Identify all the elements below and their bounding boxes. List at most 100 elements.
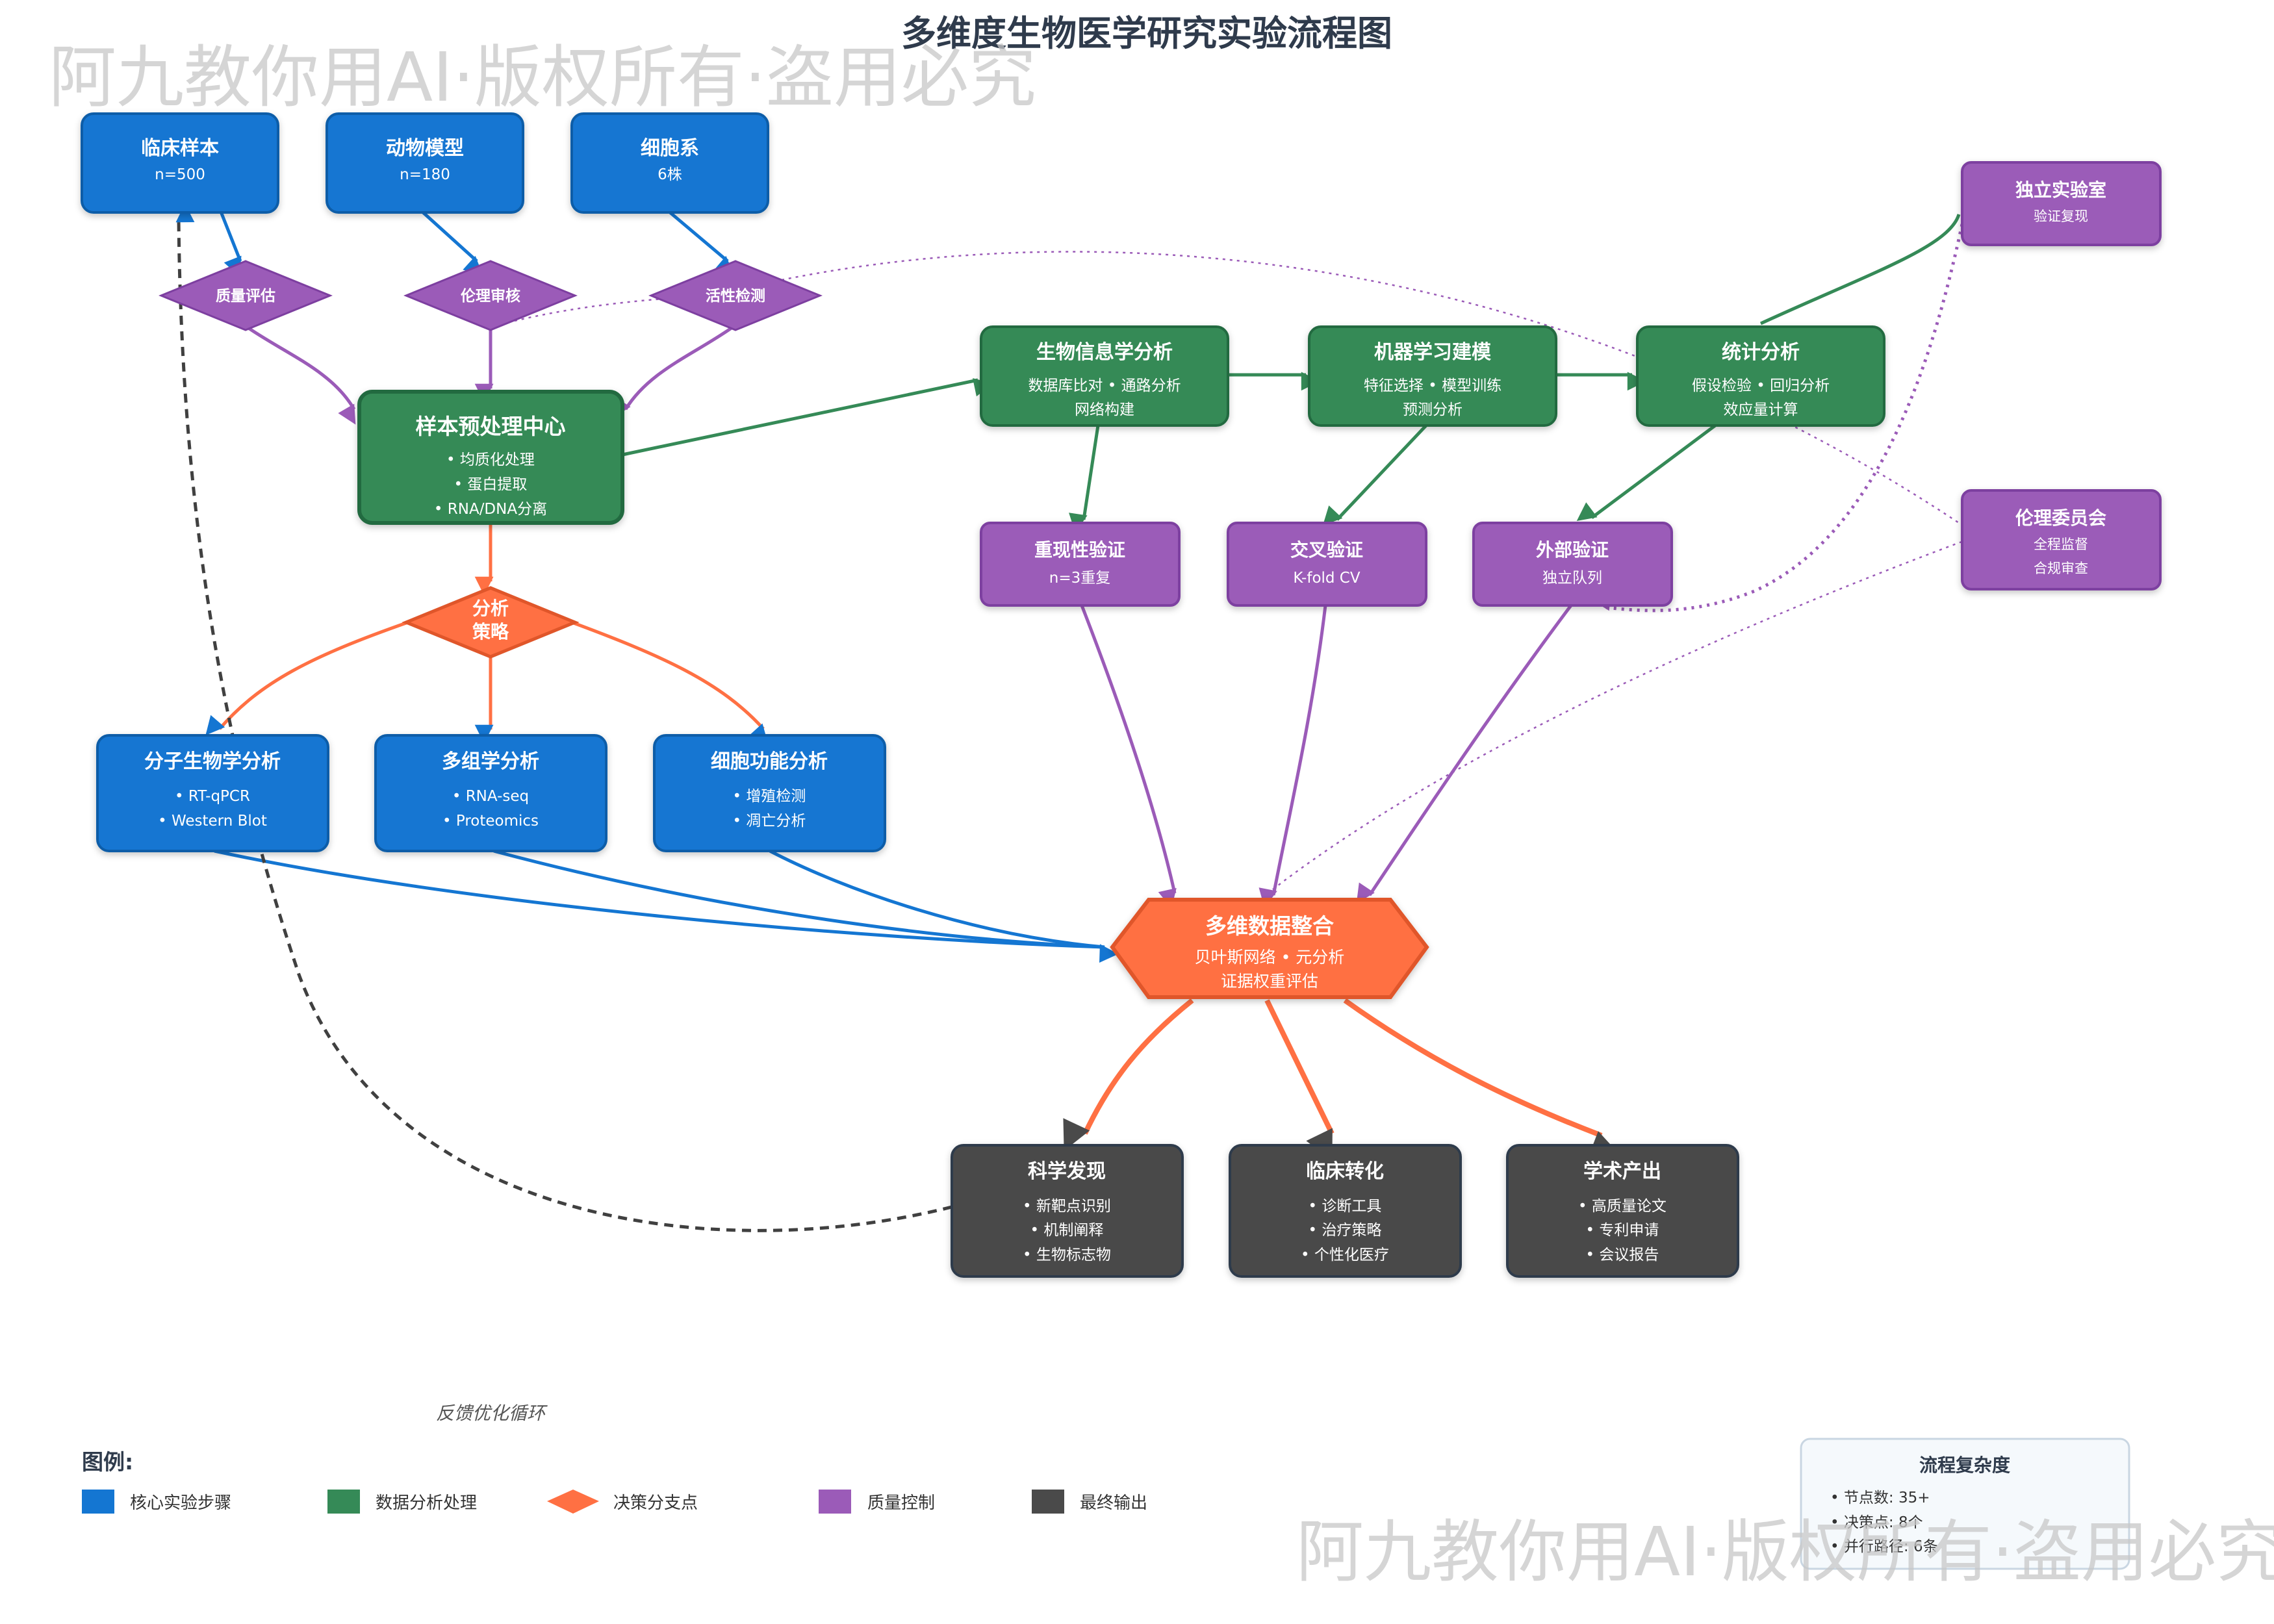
node-rep-title: 重现性验证 xyxy=(1034,539,1125,561)
node-scientific-discovery[interactable]: 科学发现 • 新靶点识别 • 机制阐释 • 生物标志物 xyxy=(951,1144,1184,1278)
node-molecular-biology[interactable]: 分子生物学分析 • RT-qPCR • Western Blot xyxy=(96,734,329,852)
diamond-quality-assessment[interactable]: 质量评估 xyxy=(159,260,333,331)
node-rep-sub: n=3重复 xyxy=(1049,570,1110,587)
edge-strategy-cell xyxy=(571,620,769,744)
complexity-panel: 流程复杂度 • 节点数: 35+ • 决策点: 8个 • 并行路径: 6条 xyxy=(1800,1438,2130,1570)
node-reproducibility[interactable]: 重现性验证 n=3重复 xyxy=(980,522,1181,607)
node-clinical-translation[interactable]: 临床转化 • 诊断工具 • 治疗策略 • 个性化医疗 xyxy=(1229,1144,1462,1278)
node-sci-line-2: • 机制阐释 xyxy=(1030,1222,1104,1239)
watermark-bottom: 阿九教你用AI·版权所有·盗用必究 xyxy=(1296,1512,2274,1592)
node-ethics-committee[interactable]: 伦理委员会 全程监督 合规审查 xyxy=(1961,489,2162,590)
edge-integ-clin xyxy=(1264,999,1335,1161)
legend-item-core: 核心实验步骤 xyxy=(130,1493,231,1513)
legend-swatch-dark xyxy=(1032,1490,1064,1514)
edge-clinical-qc1 xyxy=(219,211,242,277)
edge-cell-integ xyxy=(769,849,1105,949)
node-clinical-sub: n=500 xyxy=(155,166,205,183)
legend: 图例: 核心实验步骤 数据分析处理 决策分支点 质量控制 最终输出 xyxy=(82,1449,1147,1514)
connectors xyxy=(175,203,1969,1232)
edge-qc3-center xyxy=(613,324,735,418)
node-academic-output[interactable]: 学术产出 • 高质量论文 • 专利申请 • 会议报告 xyxy=(1506,1144,1739,1278)
node-cross-validation[interactable]: 交叉验证 K-fold CV xyxy=(1227,522,1427,607)
node-cellfn-line-1: • 增殖检测 xyxy=(733,788,806,805)
node-ext-sub: 独立队列 xyxy=(1542,570,1602,587)
node-clin-line-3: • 个性化医疗 xyxy=(1301,1247,1389,1263)
diamond-activity-test[interactable]: 活性检测 xyxy=(648,260,823,331)
node-omics-title: 多组学分析 xyxy=(442,750,539,773)
node-preprocessing-center[interactable]: 样本预处理中心 • 均质化处理 • 蛋白提取 • RNA/DNA分离 xyxy=(357,390,624,525)
node-center-title: 样本预处理中心 xyxy=(416,414,566,439)
node-ext-title: 外部验证 xyxy=(1536,539,1609,561)
node-ethics-title: 伦理委员会 xyxy=(2015,507,2106,529)
edge-mol-integ xyxy=(214,849,1119,963)
node-sci-title: 科学发现 xyxy=(1028,1160,1106,1183)
node-bioinformatics[interactable]: 生物信息学分析 数据库比对 • 通路分析 网络构建 xyxy=(980,325,1229,427)
complexity-title: 流程复杂度 xyxy=(1919,1454,2010,1476)
node-acad-line-3: • 会议报告 xyxy=(1586,1247,1659,1263)
edge-cell-qc3 xyxy=(668,210,735,275)
node-cellfn-title: 细胞功能分析 xyxy=(711,750,828,773)
legend-heading: 图例: xyxy=(82,1449,133,1475)
node-statistics[interactable]: 统计分析 假设检验 • 回归分析 效应量计算 xyxy=(1636,325,1885,427)
node-omics-line-1: • RNA-seq xyxy=(452,788,529,805)
node-acad-line-2: • 专利申请 xyxy=(1586,1222,1659,1239)
node-sci-line-1: • 新靶点识别 xyxy=(1023,1198,1111,1215)
node-ml-line-1: 特征选择 • 模型训练 xyxy=(1364,377,1501,394)
node-animal-title: 动物模型 xyxy=(386,137,464,160)
diamond-strategy-line-1: 分析 xyxy=(472,598,509,619)
node-cell-function[interactable]: 细胞功能分析 • 增殖检测 • 凋亡分析 xyxy=(653,734,886,852)
node-cell-line[interactable]: 细胞系 6株 xyxy=(570,112,769,214)
node-animal-model[interactable]: 动物模型 n=180 xyxy=(326,112,524,214)
legend-item-data: 数据分析处理 xyxy=(376,1493,477,1513)
diamond-qc1-label: 质量评估 xyxy=(216,288,275,305)
legend-swatch-purple xyxy=(819,1490,851,1514)
complexity-line-paths: • 并行路径: 6条 xyxy=(1830,1538,1938,1555)
node-integ-line-2: 证据权重评估 xyxy=(1221,972,1318,991)
node-clin-line-1: • 诊断工具 xyxy=(1309,1198,1382,1215)
edge-stat-indep xyxy=(1759,214,1961,325)
diamond-qc2-label: 伦理审核 xyxy=(461,287,520,305)
node-cross-sub: K-fold CV xyxy=(1293,570,1360,587)
node-mol-title: 分子生物学分析 xyxy=(144,750,281,773)
node-mol-line-1: • RT-qPCR xyxy=(175,788,250,805)
legend-item-output: 最终输出 xyxy=(1080,1493,1147,1513)
legend-item-decision: 决策分支点 xyxy=(613,1493,698,1513)
node-clin-title: 临床转化 xyxy=(1306,1160,1384,1183)
node-machine-learning[interactable]: 机器学习建模 特征选择 • 模型训练 预测分析 xyxy=(1308,325,1557,427)
edge-strategy-mol xyxy=(205,620,409,735)
node-clin-line-2: • 治疗策略 xyxy=(1309,1222,1382,1239)
node-multi-omics[interactable]: 多组学分析 • RNA-seq • Proteomics xyxy=(374,734,607,852)
node-ethics-line-1: 全程监督 xyxy=(2034,537,2088,552)
node-independent-lab[interactable]: 独立实验室 验证复现 xyxy=(1961,161,2162,246)
diamond-analysis-strategy[interactable]: 分析 策略 xyxy=(402,586,580,659)
complexity-line-nodes: • 节点数: 35+ xyxy=(1830,1490,1930,1506)
node-data-integration[interactable]: 多维数据整合 贝叶斯网络 • 元分析 证据权重评估 xyxy=(1110,898,1429,999)
node-bio-line-2: 网络构建 xyxy=(1075,401,1134,418)
node-clinical-sample[interactable]: 临床样本 n=500 xyxy=(81,112,279,214)
edge-qc1-center xyxy=(244,324,356,425)
node-external-validation[interactable]: 外部验证 独立队列 xyxy=(1472,522,1673,607)
edge-ext-integ xyxy=(1356,604,1573,904)
diamond-ethics-review[interactable]: 伦理审核 xyxy=(403,260,578,331)
node-mol-line-2: • Western Blot xyxy=(158,813,267,830)
node-bio-line-1: 数据库比对 • 通路分析 xyxy=(1028,377,1181,394)
node-ml-title: 机器学习建模 xyxy=(1374,341,1491,364)
edge-feedback-loop xyxy=(175,203,952,1232)
edge-animal-qc2 xyxy=(421,210,483,275)
nodes: 临床样本 n=500 动物模型 n=180 细胞系 6株 质量评估 伦理审核 活… xyxy=(81,112,2162,1278)
node-sci-line-3: • 生物标志物 xyxy=(1023,1247,1111,1263)
node-ethics-line-2: 合规审查 xyxy=(2034,561,2088,576)
node-clinical-title: 临床样本 xyxy=(141,137,219,160)
edge-omics-integ xyxy=(493,849,1105,949)
node-stat-line-1: 假设检验 • 回归分析 xyxy=(1692,377,1830,394)
page-title: 多维度生物医学研究实验流程图 xyxy=(901,13,1392,54)
node-cross-title: 交叉验证 xyxy=(1290,539,1363,561)
legend-item-qc: 质量控制 xyxy=(867,1493,935,1513)
node-indep-sub: 验证复现 xyxy=(2034,209,2088,224)
feedback-loop-label: 反馈优化循环 xyxy=(436,1402,548,1424)
watermark-top: 阿九教你用AI·版权所有·盗用必究 xyxy=(49,38,1036,117)
edge-bio-rep xyxy=(1069,425,1100,533)
node-center-line-3: • RNA/DNA分离 xyxy=(434,501,547,518)
node-integ-title: 多维数据整合 xyxy=(1205,913,1334,939)
